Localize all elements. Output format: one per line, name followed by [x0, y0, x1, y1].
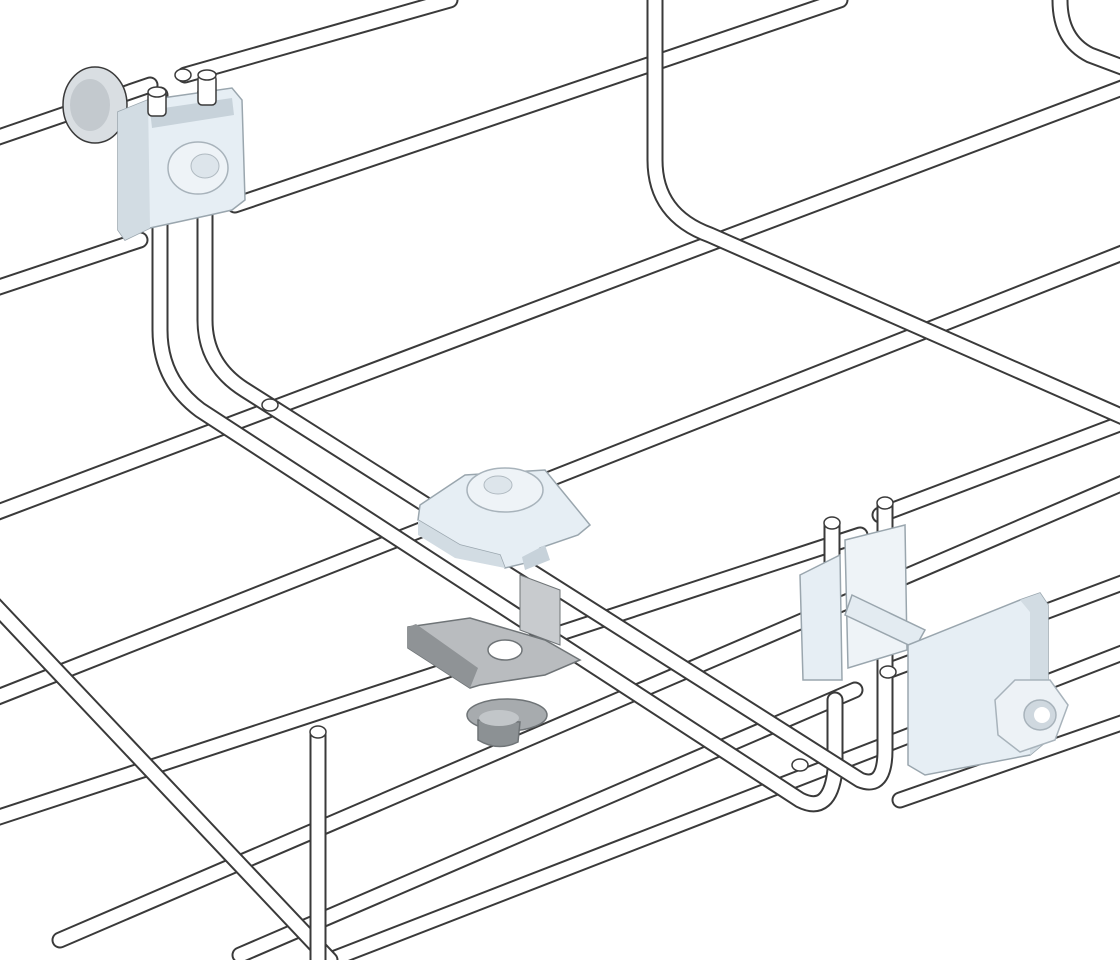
rod-end-cap	[876, 496, 894, 510]
rod-caps	[174, 68, 897, 772]
rod-front-low	[233, 683, 862, 960]
rod-mid-1	[0, 81, 1120, 519]
rod-right-1	[873, 416, 1120, 522]
coupler-clip-icon	[62, 66, 246, 241]
side-clamp-icon	[799, 524, 1069, 776]
rod-right-3	[893, 716, 1120, 807]
cross-wire-left-b	[198, 88, 892, 789]
cross-wire-upper-right-outline	[646, 0, 1120, 425]
cross-wire-upper-right	[648, 0, 1120, 423]
cross-wire-left-a	[153, 88, 842, 811]
rod-upper-1	[0, 233, 147, 294]
floor-bracket-icon	[407, 574, 582, 689]
cross-wire-front-left	[0, 601, 337, 960]
hex-bolt-icon	[466, 698, 548, 748]
rod-end-cap	[823, 516, 841, 530]
rod-end-cap	[174, 68, 192, 82]
rod-end-cap	[791, 758, 809, 772]
rod-end-cap	[309, 725, 327, 739]
rod-end-cap	[261, 398, 279, 412]
rod-upper-1b	[228, 0, 847, 212]
coupler-clip-icon	[417, 467, 592, 570]
rod-top-edge-2	[178, 0, 457, 82]
rod-end-cap	[879, 665, 897, 679]
rod-front-top	[0, 528, 867, 824]
rod-mid-2	[0, 246, 1120, 704]
cross-wire-upper-right-2	[1053, 0, 1120, 74]
cross-wire-left-b-outline	[196, 86, 894, 791]
hex-bolt-icon	[62, 66, 128, 144]
